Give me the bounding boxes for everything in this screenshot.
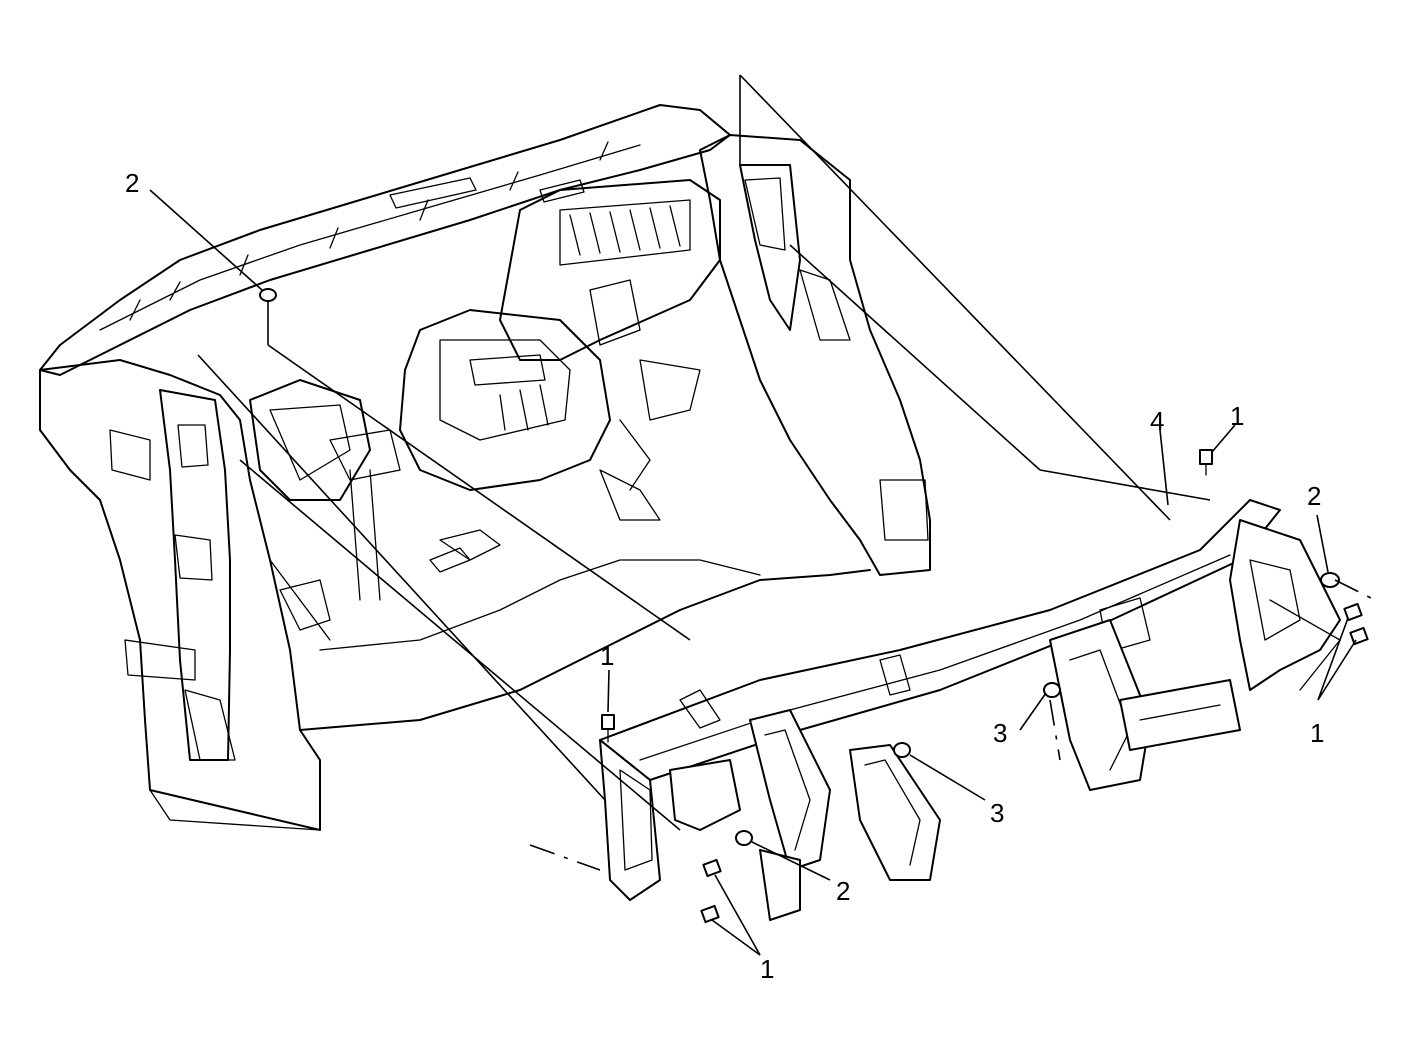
callout-1-left: 1 (600, 641, 614, 671)
nut-2-top-left (259, 288, 277, 302)
bolt-1-top-right (1199, 449, 1213, 476)
callout-2-right: 2 (1307, 481, 1321, 511)
bolt-1-bottom-b (700, 904, 720, 924)
callout-1-right: 1 (1310, 718, 1324, 748)
instrument-panel-beam (599, 499, 1341, 921)
nut-3-right (1043, 682, 1061, 698)
fasteners (259, 288, 1369, 924)
bolt-1-right-b (1349, 626, 1369, 646)
callout-3-center: 3 (990, 798, 1004, 828)
leader-lines (149, 74, 1376, 956)
nut-2-bottom (735, 830, 753, 846)
callout-labels: 2 4 1 2 1 3 3 1 2 1 (125, 168, 1324, 984)
callout-2-top-left: 2 (125, 168, 139, 198)
callout-3-right: 3 (993, 718, 1007, 748)
callout-2-bottom: 2 (836, 876, 850, 906)
callout-4: 4 (1150, 406, 1164, 436)
callout-1-top-right: 1 (1230, 401, 1244, 431)
nut-2-right (1320, 572, 1340, 588)
nut-3-center (893, 742, 911, 758)
bolt-1-right-a (1343, 602, 1363, 622)
callout-1-bottom: 1 (760, 954, 774, 984)
vehicle-body-structure (39, 104, 931, 831)
bolt-1-left (601, 714, 615, 743)
bolt-1-bottom-a (702, 858, 722, 878)
